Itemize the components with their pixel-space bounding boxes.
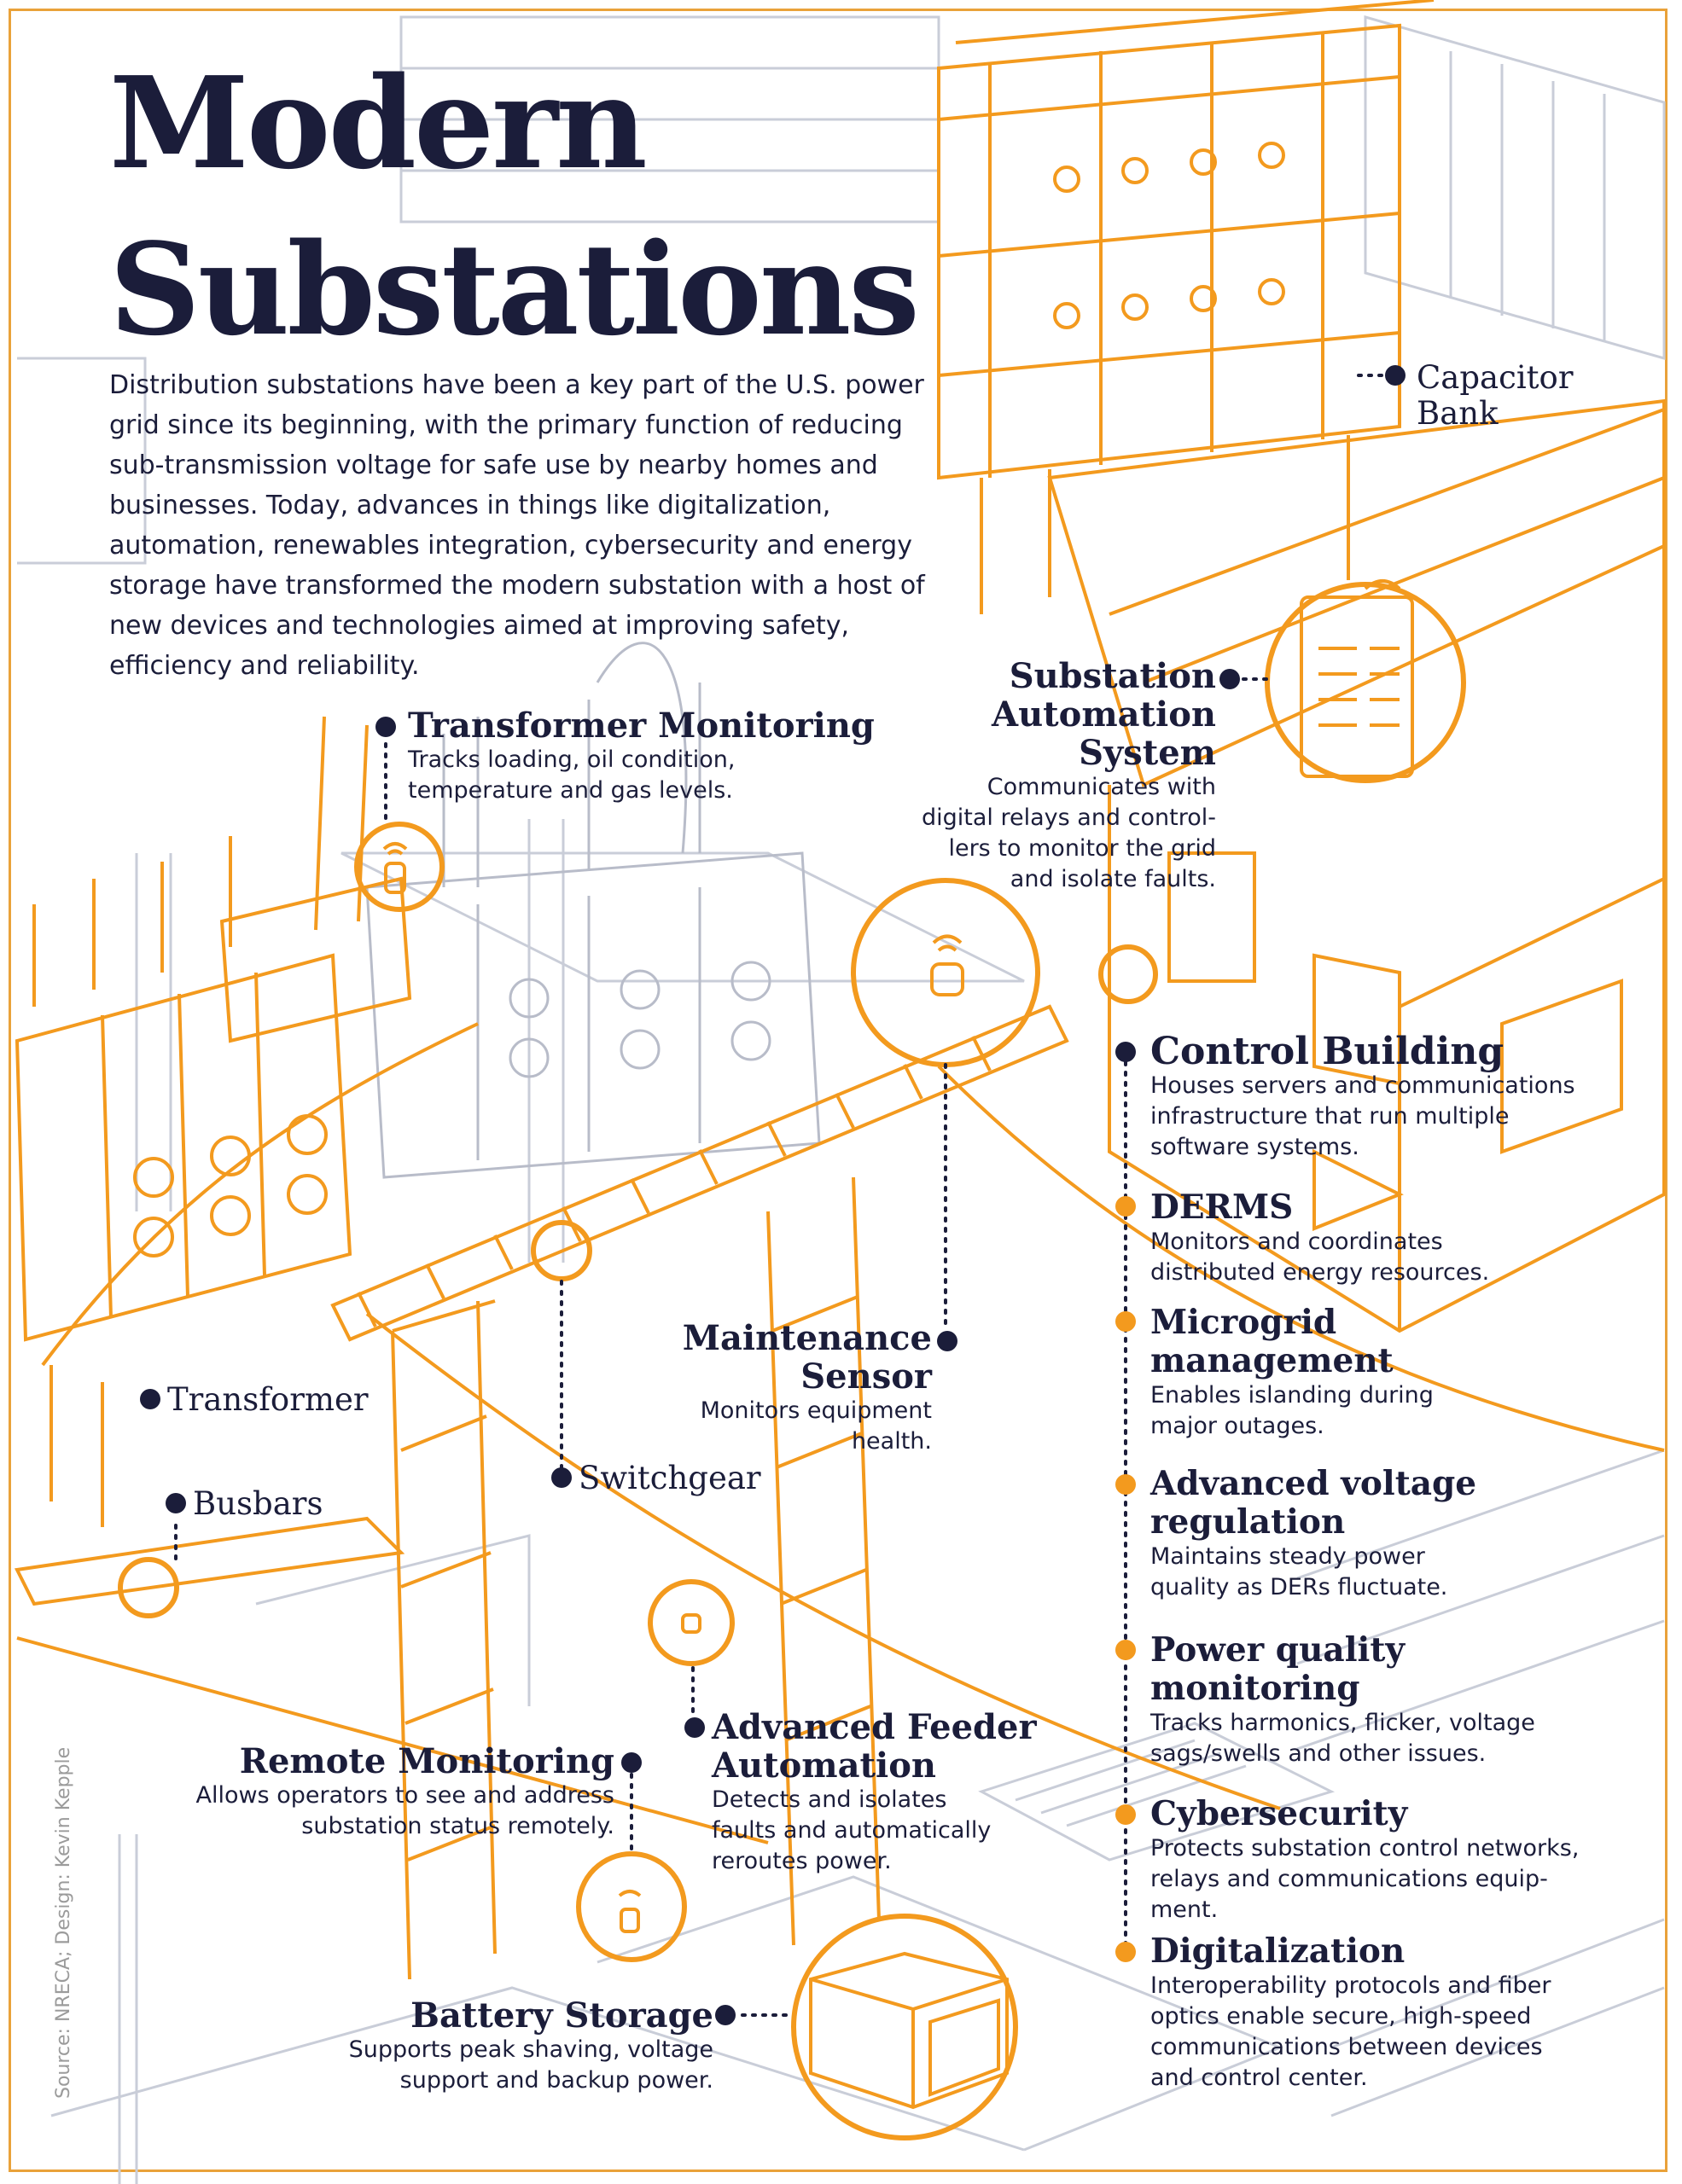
control-building bbox=[1047, 398, 1666, 1333]
maintenance-sensor-label: Maintenance Sensor Monitors equipment he… bbox=[682, 1318, 932, 1455]
navy-marker-dots bbox=[140, 365, 1406, 2025]
control-building-section: Control Building Houses servers and comm… bbox=[1150, 1030, 1575, 1160]
substation-automation-system-label: Substation Automation System Communicate… bbox=[921, 656, 1216, 892]
title-line-2: Substations bbox=[109, 215, 920, 363]
cb-item-voltage-regulation: Advanced voltage regulation Maintains st… bbox=[1150, 1464, 1477, 1601]
sensor-device-icons bbox=[382, 579, 1414, 1933]
orange-marker-dots bbox=[1115, 1196, 1136, 1962]
background-structures bbox=[17, 15, 1666, 2184]
capacitor-bank bbox=[937, 0, 1435, 614]
remote-monitoring-label: Remote Monitoring Allows operators to se… bbox=[195, 1741, 614, 1839]
battery-storage-label: Battery Storage Supports peak shaving, v… bbox=[348, 1995, 713, 2094]
intro-paragraph: Distribution substations have been a key… bbox=[109, 370, 925, 681]
page-frame bbox=[9, 9, 1667, 2172]
source-credit: Source: NRECA; Design: Kevin Kepple bbox=[53, 1746, 74, 2099]
callout-circles bbox=[118, 582, 1466, 2140]
cb-item-digitalization: Digitalization Interoperability protocol… bbox=[1150, 1931, 1551, 2092]
switchgear-gantry bbox=[14, 1004, 1665, 1980]
leader-lines bbox=[174, 374, 1386, 2017]
advanced-feeder-automation-label: Advanced Feeder Automation Detects and i… bbox=[712, 1707, 1037, 1874]
cb-item-cybersecurity: Cybersecurity Protects substation contro… bbox=[1150, 1794, 1580, 1924]
control-building-title: Control Building bbox=[1150, 1030, 1504, 1073]
busbars-label: Busbars bbox=[193, 1485, 323, 1522]
battery-storage-unit bbox=[809, 1951, 1009, 2110]
orange-transformer bbox=[15, 716, 479, 1367]
transformer-label: Transformer bbox=[167, 1381, 369, 1418]
cb-item-microgrid: Microgrid management Enables islanding d… bbox=[1150, 1303, 1434, 1440]
capacitor-bank-label: Capacitor Bank bbox=[1417, 359, 1574, 432]
cb-item-power-quality: Power quality monitoring Tracks harmonic… bbox=[1150, 1630, 1535, 1768]
cb-item-derms: DERMS Monitors and coordinates distribut… bbox=[1150, 1188, 1490, 1287]
switchgear-label: Switchgear bbox=[579, 1460, 761, 1496]
title-line-1: Modern bbox=[109, 49, 648, 197]
transformer-monitoring-label: Transformer Monitoring Tracks loading, o… bbox=[408, 706, 875, 804]
